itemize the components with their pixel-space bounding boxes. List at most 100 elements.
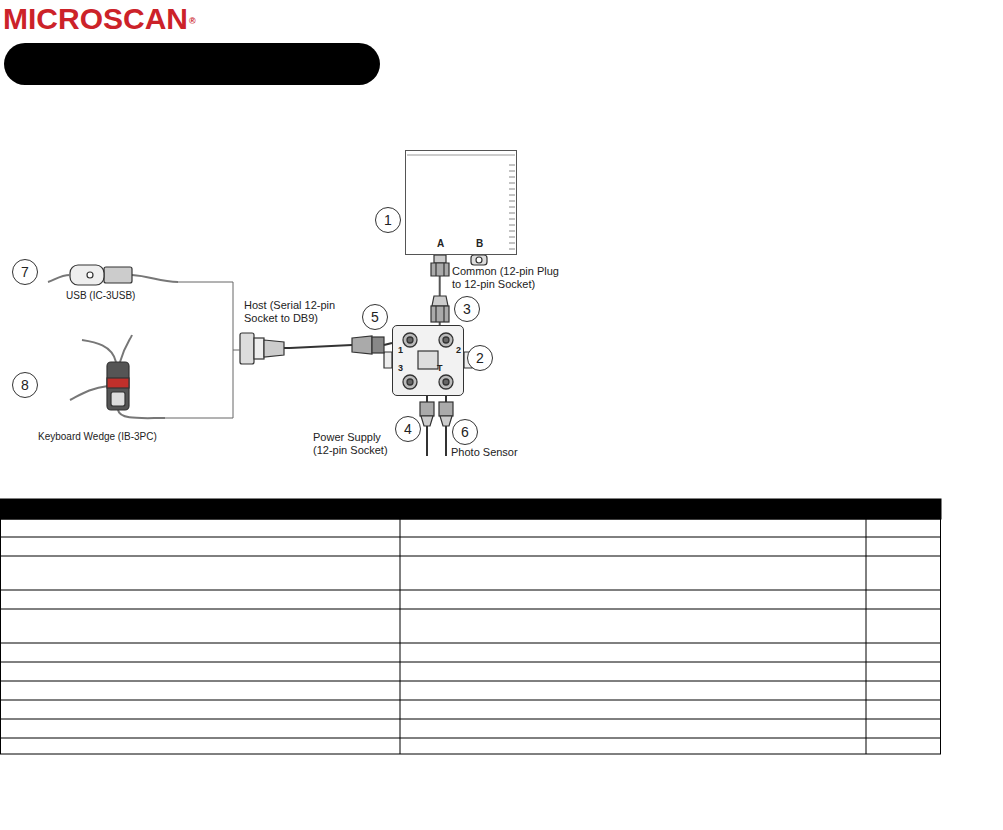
table-grid: [1, 519, 941, 754]
db9-connector: [264, 340, 284, 357]
reader-housing: AB: [405, 150, 517, 255]
reader-connector-a: [431, 255, 449, 276]
callout-text: 8: [21, 378, 29, 392]
table-grid: [0, 609, 941, 610]
reader-connector-b: [471, 255, 487, 265]
cable-socket: [431, 296, 449, 322]
table-grid: [0, 719, 941, 720]
reader-connector-a: [431, 263, 449, 276]
port-label: 1: [398, 346, 403, 355]
hub-port: [443, 337, 449, 343]
table-grid: [0, 499, 941, 519]
keyboard-wedge: [70, 335, 165, 418]
reader-detail: [407, 155, 515, 156]
cable-socket: [435, 306, 436, 322]
keyboard-wedge: [107, 362, 129, 410]
reader-connector-a: [434, 255, 446, 263]
cable-socket: [431, 306, 449, 322]
hub-port: [403, 333, 417, 347]
db9-connector: [240, 333, 290, 364]
keyboard-wedge: [120, 335, 132, 362]
host-cable: [372, 337, 384, 353]
port-label: 2: [456, 346, 461, 355]
reader-detail: [407, 155, 515, 250]
registered-mark: ®: [189, 16, 196, 26]
hub-body: [393, 326, 463, 395]
table-grid: [0, 643, 941, 644]
reader-connector-b: [476, 257, 482, 263]
part-label: USB (IC-3USB): [66, 290, 135, 302]
port-label: B: [476, 239, 483, 249]
cable-socket: [432, 296, 448, 306]
callout-text: 4: [404, 422, 412, 436]
usb-adapter: [48, 275, 70, 282]
cable-label: Common (12-pin Plug to 12-pin Socket): [452, 265, 564, 290]
callout-number: 8: [12, 372, 38, 398]
keyboard-wedge: [82, 340, 116, 362]
hub-port: [407, 379, 413, 385]
bracket-line: [165, 282, 240, 418]
host-cable: [290, 345, 352, 348]
photo-sensor-cable: [440, 416, 452, 426]
callout-number: 2: [467, 345, 493, 371]
callout-text: 3: [463, 302, 471, 316]
table-grid: [0, 700, 941, 701]
keyboard-wedge: [70, 386, 108, 400]
port-label: 3: [398, 364, 403, 373]
port-label: T: [437, 364, 443, 373]
callout-number: 7: [12, 259, 38, 285]
table-grid: [0, 537, 941, 538]
table-grid: [0, 738, 941, 739]
photo-sensor-cable: [445, 396, 447, 402]
host-cable: [384, 343, 392, 345]
reader-connector-b: [471, 255, 487, 265]
title-bar: [4, 43, 380, 85]
cable-label: Photo Sensor: [451, 446, 518, 459]
usb-adapter: [87, 272, 93, 278]
host-cable: [290, 336, 392, 354]
keyboard-wedge: [118, 410, 165, 418]
bracket-line: [165, 282, 233, 418]
usb-adapter: [104, 267, 132, 283]
hub-port: [407, 337, 413, 343]
callout-text: 2: [476, 351, 484, 365]
keyboard-wedge: [107, 378, 129, 388]
brand-logo: MICROSCAN: [3, 2, 188, 37]
power-cable: [426, 396, 428, 402]
usb-adapter: [48, 265, 178, 285]
table-grid: [0, 556, 941, 557]
table-grid: [0, 662, 941, 663]
power-cable: [426, 426, 428, 456]
hub-port: [403, 333, 453, 389]
usb-adapter: [70, 265, 104, 285]
keyboard-wedge: [111, 392, 125, 406]
hub-port: [443, 379, 449, 385]
photo-sensor-cable: [439, 396, 453, 456]
callout-text: 1: [384, 213, 392, 227]
callout-number: 6: [452, 419, 478, 445]
table-grid: [0, 681, 941, 682]
cable-label: Host (Serial 12-pin Socket to DB9): [244, 299, 356, 324]
callout-text: 6: [461, 425, 469, 439]
power-cable: [420, 402, 434, 416]
reader-connector-a: [443, 263, 444, 276]
power-cable: [420, 396, 434, 456]
hub-port: [439, 375, 453, 389]
photo-sensor-cable: [445, 426, 447, 456]
table-grid: [0, 590, 941, 591]
title-bar: [4, 43, 380, 85]
callout-number: 5: [362, 304, 388, 330]
callout-text: 7: [21, 265, 29, 279]
part-label: Keyboard Wedge (IB-3PC): [38, 431, 157, 443]
junction-hub: 1 2 3 T: [392, 325, 464, 396]
db9-connector: [254, 338, 264, 359]
reader-detail: [509, 162, 515, 250]
hub-body: [418, 351, 438, 369]
photo-sensor-cable: [439, 402, 453, 416]
callout-number: 1: [375, 207, 401, 233]
hub-body: [384, 352, 392, 368]
callout-number: 4: [395, 416, 421, 442]
db9-connector: [284, 347, 290, 349]
table-grid: [0, 499, 941, 754]
